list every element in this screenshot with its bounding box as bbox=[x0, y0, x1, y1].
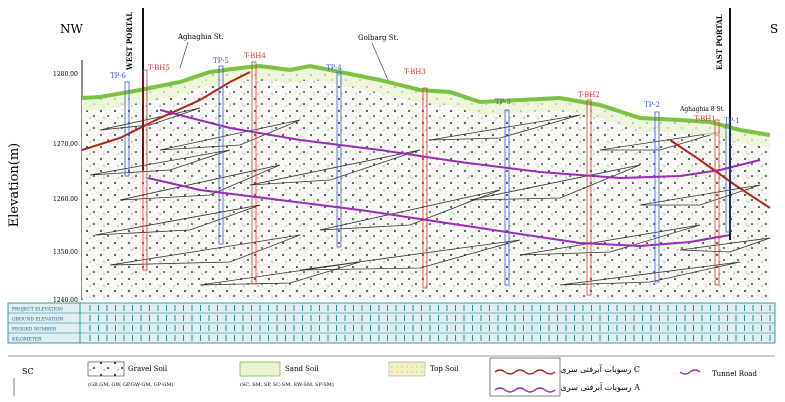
test-pit-tp6: TP-6 bbox=[110, 72, 130, 177]
svg-text:TP-2: TP-2 bbox=[644, 101, 660, 109]
borehole-bh4: T-BH4 bbox=[244, 52, 266, 285]
svg-text:T-BH5: T-BH5 bbox=[148, 64, 170, 72]
svg-text:TP-6: TP-6 bbox=[110, 72, 126, 80]
borehole-bh2: T-BH2 bbox=[578, 91, 600, 296]
borehole-bh1: T-BH1 bbox=[694, 115, 720, 286]
svg-text:T-BH3: T-BH3 bbox=[404, 68, 426, 76]
svg-text:TP-5: TP-5 bbox=[213, 57, 229, 65]
svg-text:TP-3: TP-3 bbox=[495, 98, 511, 106]
test-pit-tp4: TP-4 bbox=[326, 64, 342, 248]
svg-text:T-BH4: T-BH4 bbox=[244, 52, 266, 60]
legend-gravel: Gravel Soil bbox=[128, 365, 168, 373]
test-pit-tp1: TP-1 bbox=[724, 117, 740, 233]
table-row-label-0: PROJECT ELEVATION bbox=[12, 307, 63, 313]
street-label-1: Aghaghia St. bbox=[177, 33, 224, 41]
y-tick-4: 1240.00 bbox=[53, 297, 78, 304]
legend: SC Gravel Soil (GB,GM, GW, GP,GW-GM, GP-… bbox=[8, 355, 775, 397]
ground-surface bbox=[81, 63, 771, 137]
series-c-boundary-east bbox=[669, 139, 771, 209]
legend-topsoil: Top Soil bbox=[430, 365, 459, 373]
y-axis-label: Elevation(m) bbox=[7, 143, 22, 228]
east-portal-label: EAST PORTAL bbox=[715, 14, 724, 70]
table-row-label-2: PEGGED NUMBER bbox=[12, 327, 57, 333]
table-row-label-1: GROUND ELEVATION bbox=[12, 317, 63, 323]
y-axis: Elevation(m) 1280.00 1270.00 1260.00 135… bbox=[7, 60, 83, 304]
series-c-boundary-west bbox=[81, 71, 251, 151]
legend-tunnel-road: Tunnel Road bbox=[712, 370, 757, 378]
legend-marker: SC bbox=[22, 367, 34, 376]
profile-table: PROJECT ELEVATION GROUND ELEVATION PEGGE… bbox=[7, 302, 776, 344]
svg-text:TP-4: TP-4 bbox=[326, 64, 342, 72]
legend-series-c: رسوبات آبرفتی سری C bbox=[560, 364, 640, 374]
table-row-label-3: KILOMETER bbox=[12, 337, 42, 343]
corner-left: NW bbox=[60, 22, 84, 36]
borehole-bh5: T-BH5 bbox=[142, 64, 170, 271]
legend-series-a: رسوبات آبرفتی سری A bbox=[561, 382, 641, 392]
west-portal-label: WEST PORTAL bbox=[125, 12, 134, 71]
y-tick-1: 1270.00 bbox=[53, 141, 78, 148]
y-tick-2: 1260.00 bbox=[53, 196, 78, 203]
y-tick-3: 1350.00 bbox=[53, 249, 78, 256]
borehole-bh3: T-BH3 bbox=[404, 68, 428, 289]
y-tick-0: 1280.00 bbox=[53, 71, 78, 78]
legend-sand: Sand Soil bbox=[285, 365, 319, 373]
street-label-2: Golbarg St. bbox=[358, 34, 399, 42]
test-pit-tp2: TP-2 bbox=[644, 101, 660, 283]
svg-text:T-BH1: T-BH1 bbox=[694, 115, 716, 123]
legend-sand-sub: (SC, SM, SP, SC-SM, SW-SM, SP-SM) bbox=[240, 381, 334, 388]
tunnel-crown-line bbox=[159, 109, 761, 180]
corner-right: S bbox=[770, 22, 778, 36]
street-label-3: Aghaghia 8 St. bbox=[679, 106, 725, 113]
test-pit-tp5: TP-5 bbox=[213, 57, 229, 245]
tunnel-invert-line bbox=[147, 177, 731, 248]
test-pit-tp3: TP-3 bbox=[495, 98, 511, 286]
legend-gravel-sub: (GB,GM, GW, GP,GW-GM, GP-GM) bbox=[88, 381, 174, 388]
svg-text:T-BH2: T-BH2 bbox=[578, 91, 600, 99]
svg-text:TP-1: TP-1 bbox=[724, 117, 740, 125]
